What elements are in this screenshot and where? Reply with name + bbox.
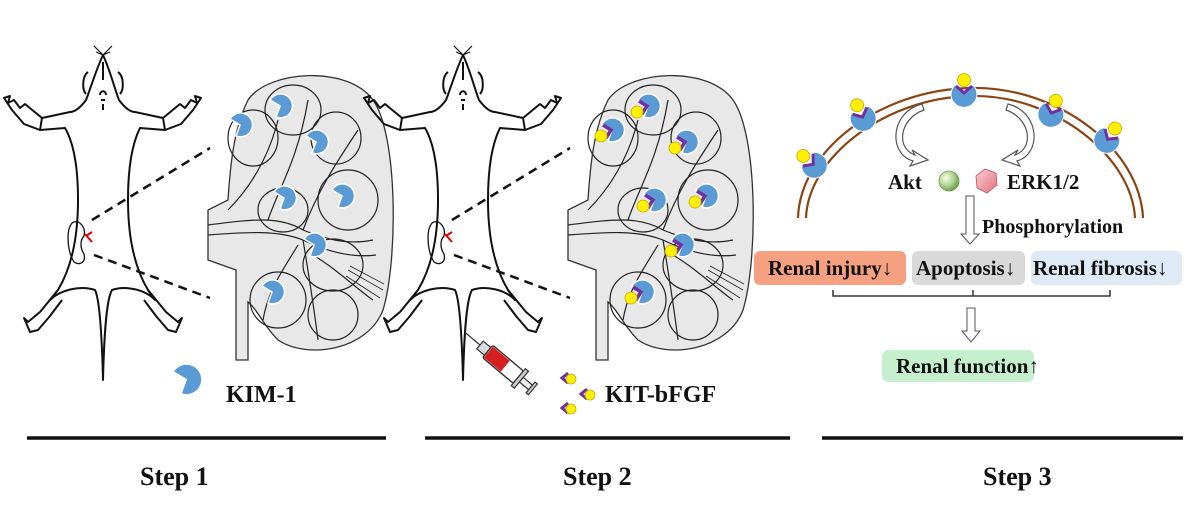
outcome-renal-fibrosis: Renal fibrosis↓ [1031, 251, 1182, 285]
down-arrow-icon: ↓ [881, 255, 893, 280]
kit-bfgf-molecule [560, 401, 578, 416]
activation-arrows [895, 103, 1035, 168]
kidney-illustration-step2 [567, 74, 754, 361]
zoom-line-top-step2 [451, 146, 571, 222]
up-arrow-icon: ↑ [1028, 353, 1039, 378]
kim1-legend-label: KIM-1 [226, 382, 297, 408]
zoom-line-bottom-step2 [453, 253, 571, 300]
membrane-receptor [1087, 114, 1131, 160]
curved-arrow-right [1000, 103, 1035, 168]
akt-label: Akt [888, 170, 922, 194]
outcome-label: Renal fibrosis [1033, 255, 1157, 280]
kit-bfgf-molecule [560, 371, 578, 386]
erk-molecule-icon [975, 168, 998, 194]
akt-molecule-icon [938, 170, 960, 192]
incision-mark-step2 [444, 231, 453, 243]
kim1-legend-icon [171, 362, 204, 396]
step1-caption: Step 1 [140, 462, 209, 491]
outcomes-bracket [832, 290, 1111, 297]
rat-illustration-step1 [3, 45, 202, 381]
kit-bfgf-legend-label: KIT-bFGF [605, 382, 717, 408]
curved-arrow-left [895, 103, 930, 168]
step2-caption: Step 2 [563, 462, 632, 491]
membrane-receptors [788, 72, 1131, 186]
step3-caption: Step 3 [983, 462, 1052, 491]
kit-bfgf-molecule [579, 387, 597, 402]
erk-label: ERK1/2 [1007, 170, 1080, 194]
phosphorylation-label: Phosphorylation [982, 216, 1124, 238]
result-renal-function: Renal function↑ [882, 350, 1039, 382]
result-label: Renal function [896, 353, 1029, 378]
kim1-receptor [229, 112, 254, 138]
down-arrow-icon: ↓ [1156, 255, 1168, 280]
zoom-line-top-step1 [91, 146, 211, 222]
outcome-apoptosis: Apoptosis ↓ [912, 251, 1025, 285]
outcome-label: Apoptosis [916, 255, 1005, 280]
membrane-receptor [788, 140, 835, 186]
syringe-icon [464, 331, 539, 396]
outcome-renal-injury: Renal injury↓ [754, 251, 906, 285]
membrane-receptor [949, 72, 979, 109]
outcome-label: Renal injury [768, 255, 882, 280]
kit-bfgf-legend-icons [560, 371, 597, 416]
zoom-line-bottom-step1 [93, 253, 211, 300]
result-arrow [960, 307, 982, 343]
down-arrow-icon: ↓ [1004, 255, 1016, 280]
incision-mark-step1 [84, 231, 93, 243]
phosphorylation-arrow [959, 195, 981, 245]
